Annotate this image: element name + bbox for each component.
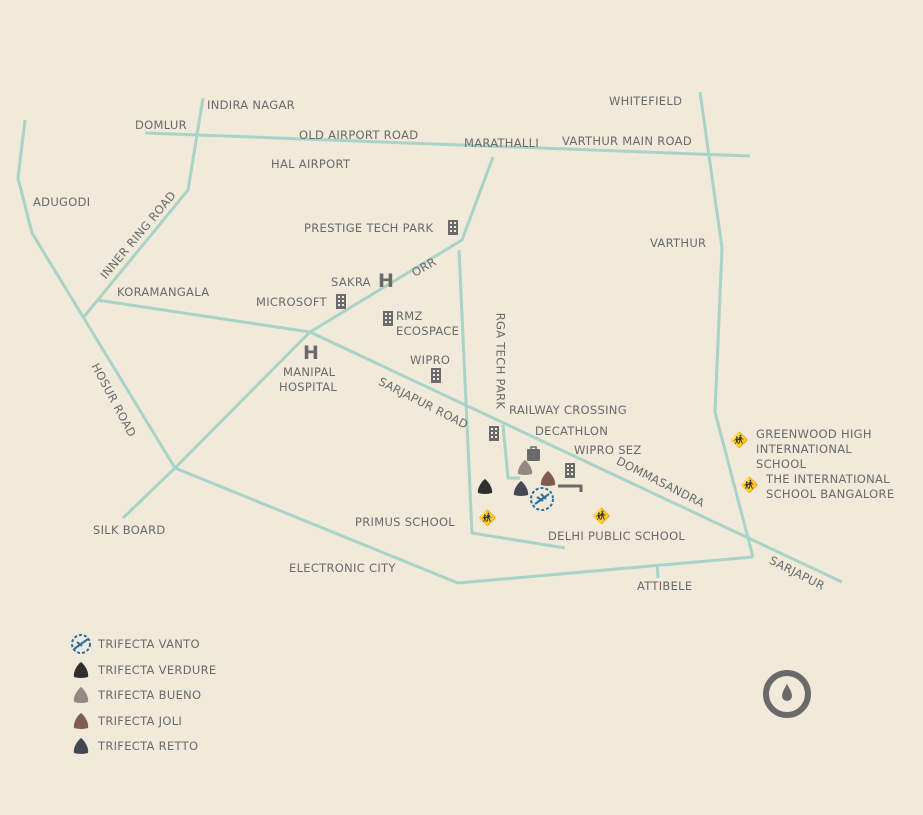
label-hospital: HOSPITAL bbox=[279, 380, 338, 394]
legend-label: TRIFECTA RETTO bbox=[98, 739, 199, 753]
legend-label: TRIFECTA BUENO bbox=[98, 688, 202, 702]
school-children-icon: 🚸 bbox=[592, 507, 611, 525]
label-attibele: ATTIBELE bbox=[637, 579, 693, 593]
gate-marker bbox=[558, 484, 583, 492]
label-silk-board: SILK BOARD bbox=[93, 523, 166, 537]
road-hosur bbox=[16, 119, 177, 520]
building-icon bbox=[336, 294, 346, 309]
label-varthur: VARTHUR bbox=[650, 236, 707, 250]
label-domlur: DOMLUR bbox=[135, 118, 187, 132]
building-icon bbox=[489, 426, 499, 441]
road-koramangala bbox=[96, 298, 311, 334]
label-delhi-public-school: DELHI PUBLIC SCHOOL bbox=[548, 529, 686, 543]
shopping-bag-icon bbox=[527, 446, 540, 461]
trifecta-verdure-marker[interactable] bbox=[476, 478, 494, 495]
legend-item-bueno: TRIFECTA BUENO bbox=[70, 685, 201, 705]
label-varthur-main-road: VARTHUR MAIN ROAD bbox=[562, 134, 692, 148]
label-microsoft: MICROSOFT bbox=[256, 295, 327, 309]
road-whitefield bbox=[698, 91, 755, 558]
trifecta-joli-marker[interactable] bbox=[539, 470, 557, 487]
school-children-icon: 🚸 bbox=[740, 476, 759, 494]
road-old-airport bbox=[144, 131, 751, 158]
label-ecospace: ECOSPACE bbox=[396, 324, 460, 338]
label-primus-school: PRIMUS SCHOOL bbox=[355, 515, 455, 529]
road-link bbox=[501, 424, 520, 480]
trifecta-vanto-marker[interactable] bbox=[530, 487, 554, 511]
label-tisb-1: THE INTERNATIONAL bbox=[766, 472, 890, 486]
building-icon bbox=[431, 368, 441, 383]
legend-label: TRIFECTA VANTO bbox=[98, 637, 200, 651]
label-greenwood-2: INTERNATIONAL bbox=[756, 442, 853, 456]
label-manipal: MANIPAL bbox=[283, 365, 336, 379]
label-sakra: SAKRA bbox=[331, 275, 371, 289]
label-rmz: RMZ bbox=[396, 309, 423, 323]
label-indira-nagar: INDIRA NAGAR bbox=[207, 98, 295, 112]
road-orr bbox=[173, 156, 495, 470]
road-inner-ring bbox=[81, 97, 205, 319]
label-rga-tech-park: RGA TECH PARK bbox=[493, 312, 508, 410]
label-adugodi: ADUGODI bbox=[33, 195, 91, 209]
building-icon bbox=[565, 463, 575, 478]
road-electronic-city bbox=[174, 466, 754, 585]
label-marathalli: MARATHALLI bbox=[464, 136, 540, 150]
legend-item-retto: TRIFECTA RETTO bbox=[70, 736, 198, 756]
label-railway-crossing: RAILWAY CROSSING bbox=[509, 403, 627, 417]
road-attibele bbox=[655, 564, 660, 579]
label-prestige-tech-park: PRESTIGE TECH PARK bbox=[304, 221, 434, 235]
label-greenwood-1: GREENWOOD HIGH bbox=[756, 427, 872, 441]
dome-icon bbox=[73, 738, 89, 754]
label-whitefield: WHITEFIELD bbox=[609, 94, 683, 108]
legend-item-joli: TRIFECTA JOLI bbox=[70, 711, 182, 731]
dome-icon bbox=[73, 713, 89, 729]
leaf-emblem-icon bbox=[71, 634, 91, 654]
legend-label: TRIFECTA VERDURE bbox=[98, 663, 217, 677]
label-wipro: WIPRO bbox=[410, 353, 451, 367]
label-greenwood-3: SCHOOL bbox=[756, 457, 807, 471]
dome-icon bbox=[73, 687, 89, 703]
building-icon bbox=[448, 220, 458, 235]
label-hal-airport: HAL AIRPORT bbox=[271, 157, 351, 171]
road-sarjapur bbox=[309, 330, 843, 584]
trifecta-retto-marker[interactable] bbox=[512, 480, 530, 497]
label-electronic-city: ELECTRONIC CITY bbox=[289, 561, 396, 575]
school-children-icon: 🚸 bbox=[478, 509, 497, 527]
label-decathlon: DECATHLON bbox=[535, 424, 609, 438]
label-old-airport-road: OLD AIRPORT ROAD bbox=[299, 128, 419, 142]
legend-item-vanto: TRIFECTA VANTO bbox=[70, 634, 200, 654]
legend-label: TRIFECTA JOLI bbox=[98, 714, 183, 728]
label-koramangala: KORAMANGALA bbox=[117, 285, 210, 299]
hospital-icon: H bbox=[378, 270, 394, 292]
legend-item-verdure: TRIFECTA VERDURE bbox=[70, 660, 216, 680]
label-tisb-2: SCHOOL BANGALORE bbox=[766, 487, 895, 501]
location-compass-icon[interactable] bbox=[761, 668, 813, 720]
school-children-icon: 🚸 bbox=[730, 431, 749, 449]
dome-icon bbox=[73, 662, 89, 678]
trifecta-bueno-marker[interactable] bbox=[516, 459, 534, 476]
label-wipro-sez: WIPRO SEZ bbox=[574, 443, 642, 457]
road-rga bbox=[457, 249, 566, 550]
hospital-icon: H bbox=[303, 342, 319, 364]
building-icon bbox=[383, 311, 393, 326]
